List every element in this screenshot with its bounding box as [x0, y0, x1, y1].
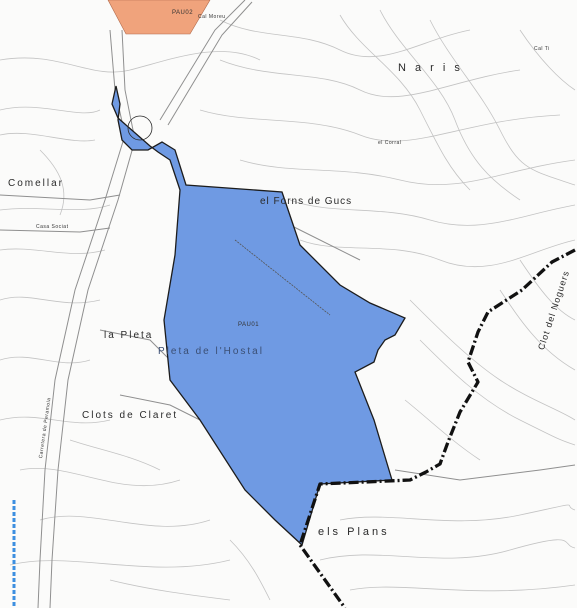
contour-line [0, 248, 106, 254]
road [49, 29, 136, 608]
contour-line [39, 149, 65, 216]
contour-line [519, 259, 576, 321]
zone-code-pau02: PAU02 [172, 10, 194, 16]
contour-line [0, 51, 261, 73]
contour-line [219, 19, 471, 58]
road [119, 394, 201, 421]
contour-line [199, 109, 561, 142]
contour-line [39, 515, 211, 527]
zone-code-pau01: PAU01 [238, 322, 260, 328]
contour-line [9, 559, 231, 568]
contour-line [409, 299, 576, 421]
label-pleta: la Pleta [104, 330, 154, 341]
label-casa-sociat: Casa Sociat [36, 224, 69, 230]
municipal-boundary [298, 248, 576, 608]
label-naris: N a r i s [398, 62, 463, 74]
road [0, 194, 121, 201]
label-pleta-hostal: Pleta de l'Hostal [158, 346, 264, 357]
zone-pau01 [111, 85, 406, 547]
label-clots-de-claret: Clots de Claret [82, 410, 179, 421]
road [159, 0, 246, 121]
contour-line [0, 106, 101, 114]
contour-line [319, 539, 576, 561]
contour-line [0, 416, 111, 424]
label-els-plans: els Plans [318, 526, 390, 538]
roundabout [127, 115, 153, 141]
contour-line [419, 339, 576, 446]
contour-line [0, 356, 91, 364]
contour-line [349, 584, 576, 592]
contour-line [339, 504, 576, 522]
contour-line [289, 199, 576, 226]
label-comellar: Comellar [8, 178, 65, 189]
contour-line [0, 132, 96, 142]
contour-line [229, 539, 271, 601]
contour-line [0, 204, 111, 211]
contour-line [339, 14, 471, 191]
label-cal-ti: Cal Ti [534, 46, 550, 52]
road [167, 1, 253, 126]
contour-line [69, 439, 161, 471]
ridge-line [234, 239, 331, 316]
contour-line [109, 579, 231, 601]
contour-line [499, 289, 576, 371]
contour-line [429, 19, 576, 186]
contour-line [0, 296, 101, 304]
contour-line [404, 399, 481, 461]
road [99, 329, 171, 361]
contour-line [19, 468, 181, 487]
label-cal-moreu: Cal Moreu [198, 14, 226, 20]
contour-line [379, 9, 521, 201]
road [394, 464, 576, 481]
zone-pau02 [107, 0, 211, 35]
label-el-corral: el Corral [378, 140, 402, 146]
label-forns-de-gucs: el Forns de Gucs [260, 196, 353, 207]
contour-line [239, 159, 576, 186]
contour-line [219, 59, 521, 98]
contour-line [299, 239, 576, 268]
road [0, 227, 111, 233]
contour-line [519, 29, 576, 91]
contour-lines [0, 9, 576, 601]
